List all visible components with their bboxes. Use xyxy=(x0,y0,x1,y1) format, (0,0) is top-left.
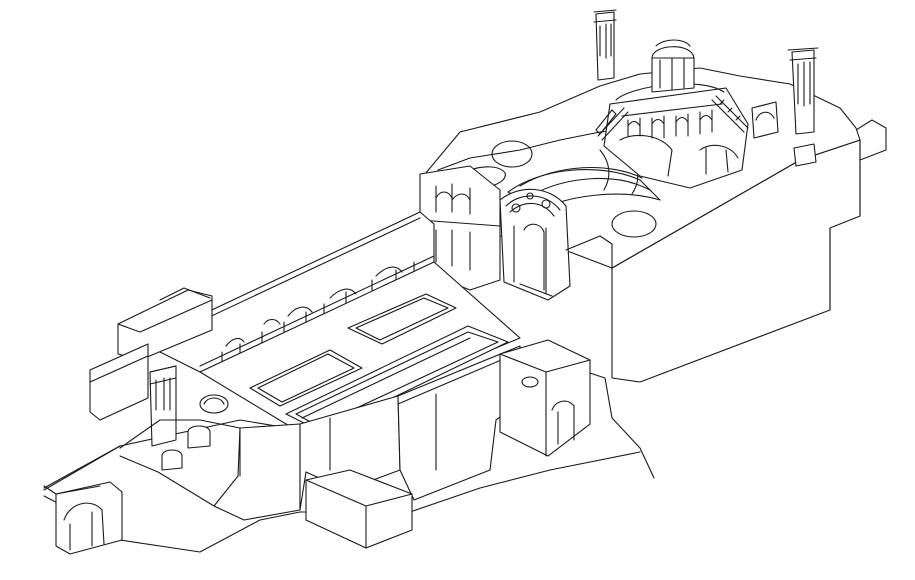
north-east-wing xyxy=(419,165,501,291)
terrace-domelet-1 xyxy=(199,394,229,414)
terrace-domelet-3 xyxy=(161,449,183,471)
roof-skylight-east xyxy=(611,210,657,238)
west-wing-walls xyxy=(89,287,213,421)
talar-iwan xyxy=(499,188,613,301)
terrace-domelet-2 xyxy=(187,425,211,449)
west-kiosk-tower xyxy=(149,365,177,447)
east-pavilion xyxy=(751,101,817,167)
wind-tower-north xyxy=(593,9,617,81)
south-blocks xyxy=(213,339,591,549)
dome-lantern xyxy=(651,46,695,93)
roof-skylight-west xyxy=(491,140,533,168)
west-terrace-features xyxy=(119,365,241,507)
west-entrance xyxy=(43,445,123,555)
wind-tower-east xyxy=(787,47,819,135)
central-dome xyxy=(595,39,749,189)
pool-south xyxy=(249,349,363,407)
pool-north xyxy=(347,293,457,345)
